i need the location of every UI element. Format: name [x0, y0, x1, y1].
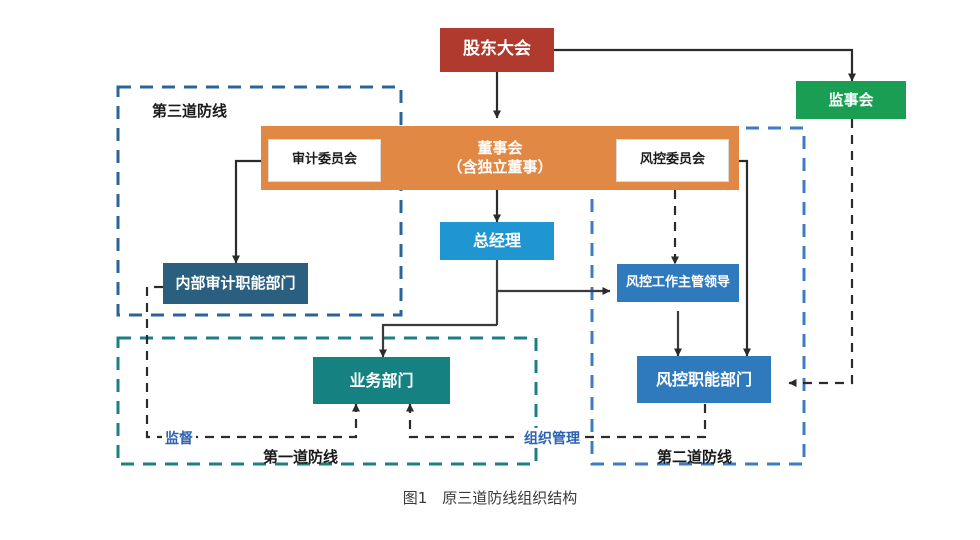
node-internal-audit-dept[interactable]: 内部审计职能部门 [163, 263, 308, 304]
node-board-of-directors-line1: 董事会 [477, 139, 523, 158]
node-internal-audit-dept-label: 内部审计职能部门 [175, 274, 296, 293]
node-risk-leader[interactable]: 风控工作主管领导 [617, 264, 739, 302]
zone-second-line-box [590, 126, 806, 466]
node-risk-leader-label: 风控工作主管领导 [625, 274, 730, 290]
edge-shareholders-to-supervisors [554, 48, 856, 82]
edge-label-supervise-text: 监督 [165, 431, 193, 447]
zone-third-line-text: 第三道防线 [152, 102, 228, 120]
node-shareholders-meeting-label: 股东大会 [463, 39, 531, 60]
edge-supervisors-to-risk-function-dashed [788, 119, 854, 387]
node-board-of-directors-line2: （含独立董事） [447, 158, 553, 176]
figure-caption: 图1 原三道防线组织结构 [0, 487, 980, 508]
node-risk-function-dept-label: 风控职能部门 [655, 369, 752, 389]
node-general-manager-label: 总经理 [472, 231, 521, 250]
zone-label-second-line: 第二道防线 [657, 446, 732, 467]
zone-label-first-line: 第一道防线 [263, 446, 338, 467]
node-audit-committee-label: 审计委员会 [291, 152, 357, 168]
node-business-dept-label: 业务部门 [349, 370, 414, 390]
node-general-manager[interactable]: 总经理 [440, 222, 554, 260]
node-board-of-directors[interactable]: 董事会 （含独立董事） [420, 128, 580, 188]
node-business-dept[interactable]: 业务部门 [313, 357, 450, 404]
zone-first-line-box [116, 336, 538, 466]
node-supervisory-board[interactable]: 监事会 [796, 81, 906, 119]
node-shareholders-meeting[interactable]: 股东大会 [440, 28, 554, 72]
edge-risk-committee-to-risk-function [729, 159, 751, 357]
edge-gm-to-business-dept [379, 323, 497, 358]
node-risk-committee-label: 风控委员会 [639, 152, 705, 168]
edge-audit-committee-to-internal-audit [232, 159, 268, 264]
node-audit-committee[interactable]: 审计委员会 [268, 139, 381, 182]
figure-caption-text: 图1 原三道防线组织结构 [402, 489, 578, 507]
edge-label-supervise: 监督 [162, 428, 196, 448]
zone-second-line-text: 第二道防线 [657, 448, 733, 466]
edge-supervise-to-business-dept-dashed [145, 285, 360, 439]
node-supervisory-board-label: 监事会 [828, 90, 874, 109]
node-risk-function-dept[interactable]: 风控职能部门 [637, 356, 771, 403]
edge-label-organize-manage: 组织管理 [521, 428, 583, 448]
edge-label-organize-manage-text: 组织管理 [524, 431, 580, 447]
zone-third-line-box [116, 85, 403, 317]
node-risk-committee[interactable]: 风控委员会 [616, 139, 729, 182]
zone-first-line-text: 第一道防线 [263, 448, 339, 466]
zone-label-third-line: 第三道防线 [152, 100, 227, 121]
